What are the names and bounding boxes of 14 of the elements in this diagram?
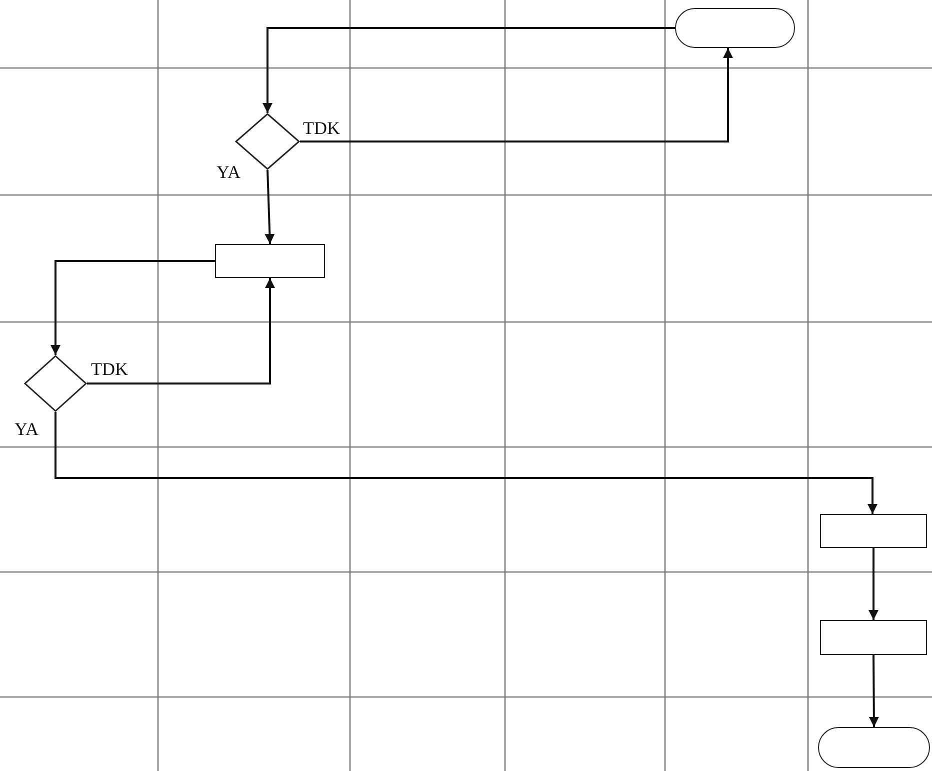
terminator-shape [818, 727, 930, 768]
arrow [868, 655, 879, 727]
process-box [215, 244, 325, 278]
arrow [50, 260, 215, 355]
arrow [87, 278, 275, 384]
arrow [262, 27, 675, 113]
decision-diamond [24, 355, 87, 412]
terminator-shape [675, 8, 795, 48]
arrow [264, 170, 275, 244]
arrow [54, 412, 878, 514]
process-box [820, 514, 927, 548]
arrow [300, 48, 733, 142]
arrow [868, 548, 878, 620]
process-box [820, 620, 927, 655]
